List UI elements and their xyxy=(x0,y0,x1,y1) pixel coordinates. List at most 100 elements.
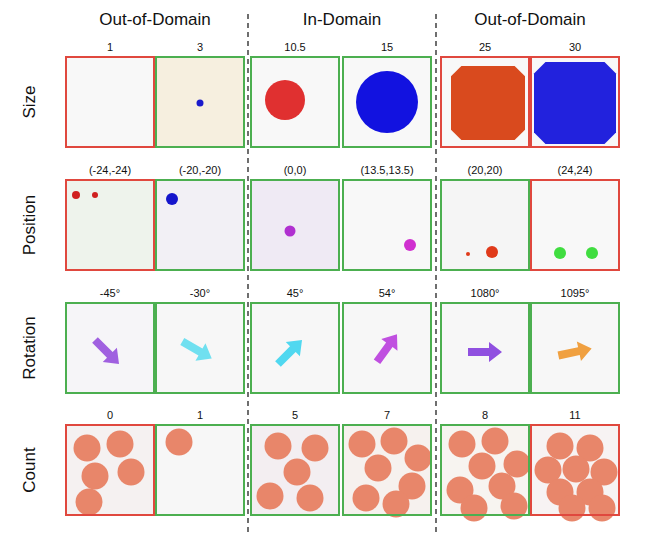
shape-dot xyxy=(356,71,418,133)
panel-ground xyxy=(440,179,530,271)
shape-dot xyxy=(302,435,329,462)
value-label: 1 xyxy=(57,41,163,53)
column-heading: In-Domain xyxy=(303,10,381,30)
image-panel: 1080° xyxy=(440,302,530,394)
image-panel xyxy=(250,302,340,394)
image-panel xyxy=(65,56,155,148)
image-panel: 25 xyxy=(440,56,530,148)
value-label: (13.5,13.5) xyxy=(334,164,440,176)
shape-dot xyxy=(404,239,416,251)
image-panel: (-24,-24) xyxy=(65,179,155,271)
shape-dot xyxy=(74,435,101,462)
image-panel xyxy=(155,179,245,271)
shape-dot xyxy=(76,489,103,516)
image-panel xyxy=(342,179,432,271)
shape-dot xyxy=(466,252,470,256)
panel-ground xyxy=(250,56,340,148)
image-panel xyxy=(155,424,245,516)
shape-dot xyxy=(353,485,380,512)
shape-dot xyxy=(265,433,292,460)
image-panel: 1 xyxy=(155,424,245,516)
value-label: 5 xyxy=(242,409,348,421)
image-panel xyxy=(530,179,620,271)
value-label: (0,0) xyxy=(242,164,348,176)
row-label: Count xyxy=(20,447,40,492)
value-label: (20,20) xyxy=(432,164,538,176)
image-panel: 3 xyxy=(155,56,245,148)
value-label: 8 xyxy=(432,409,538,421)
value-label: 54° xyxy=(334,287,440,299)
value-label: 1080° xyxy=(432,287,538,299)
panel-ground xyxy=(65,56,155,148)
image-panel xyxy=(155,56,245,148)
arrow-shape xyxy=(556,339,593,366)
shape-dot xyxy=(297,485,324,512)
shape-dot xyxy=(197,100,204,107)
image-panel: 5 xyxy=(250,424,340,516)
octagon-shape xyxy=(451,66,525,140)
panel-ground xyxy=(65,302,155,394)
panel-ground xyxy=(250,424,340,516)
image-panel: 30 xyxy=(530,56,620,148)
divider-line xyxy=(435,14,436,534)
image-panel xyxy=(440,424,531,522)
image-panel xyxy=(342,302,432,394)
arrow-shape xyxy=(468,342,502,362)
value-label: 0 xyxy=(57,409,163,421)
image-panel xyxy=(250,179,340,271)
shape-dot xyxy=(82,463,109,490)
shape-dot xyxy=(257,483,284,510)
column-heading: Out-of-Domain xyxy=(474,10,585,30)
shape-dot xyxy=(72,191,80,199)
shape-dot xyxy=(563,456,590,483)
shape-dot xyxy=(265,80,305,120)
value-label: 15 xyxy=(334,41,440,53)
divider-line xyxy=(247,14,248,534)
shape-dot xyxy=(449,431,476,458)
image-panel xyxy=(530,424,620,522)
value-label: 3 xyxy=(147,41,253,53)
panel-ground xyxy=(530,302,620,394)
shape-dot xyxy=(589,495,616,522)
image-panel xyxy=(440,302,530,394)
shape-dot xyxy=(405,445,432,472)
value-label: 45° xyxy=(242,287,348,299)
image-panel: 7 xyxy=(342,424,432,516)
shape-dot xyxy=(482,428,509,455)
image-panel: -45° xyxy=(65,302,155,394)
panel-ground xyxy=(342,56,432,148)
value-label: 10.5 xyxy=(242,41,348,53)
column-heading: Out-of-Domain xyxy=(99,10,210,30)
shape-dot xyxy=(586,247,598,259)
shape-dot xyxy=(469,453,496,480)
value-label: 30 xyxy=(522,41,628,53)
image-panel: -30° xyxy=(155,302,245,394)
panel-ground xyxy=(155,179,245,271)
shape-dot xyxy=(166,429,193,456)
panel-ground xyxy=(530,56,620,148)
shape-dot xyxy=(554,247,566,259)
octagon-shape xyxy=(534,62,616,144)
image-panel xyxy=(342,56,432,148)
shape-dot xyxy=(486,246,498,258)
image-panel: 10.5 xyxy=(250,56,340,148)
image-panel xyxy=(530,302,620,394)
shape-dot xyxy=(107,431,134,458)
image-panel: 0 xyxy=(65,424,155,516)
panel-ground xyxy=(440,56,530,148)
shape-dot xyxy=(504,451,531,478)
value-label: (24,24) xyxy=(522,164,628,176)
image-panel: (0,0) xyxy=(250,179,340,271)
panel-ground xyxy=(440,302,530,394)
image-panel: (20,20) xyxy=(440,179,530,271)
panel-ground xyxy=(155,302,245,394)
value-label: 1 xyxy=(147,409,253,421)
image-panel xyxy=(342,424,432,518)
image-panel xyxy=(155,302,245,394)
shape-dot xyxy=(381,428,408,455)
shape-dot xyxy=(383,491,410,518)
image-panel: 1 xyxy=(65,56,155,148)
image-panel xyxy=(65,179,155,271)
shape-dot xyxy=(284,459,311,486)
